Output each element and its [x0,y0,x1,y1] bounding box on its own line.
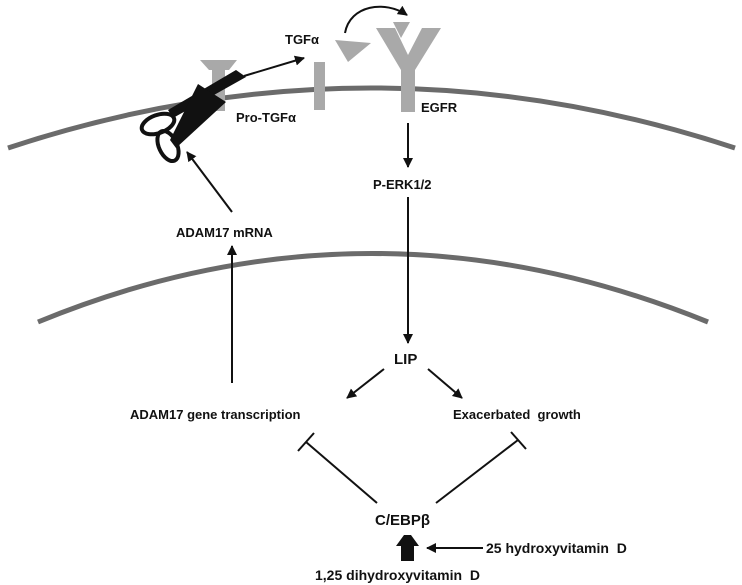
inhibition-cebpb-to-growth [435,431,527,504]
label-pro-tgfa: Pro-TGFα [236,110,296,125]
label-lip: LIP [394,351,417,368]
label-egfr: EGFR [421,100,458,115]
nuclear-membrane [37,251,709,325]
arrow-mrna-to-scissors [186,151,233,213]
y-receptor-icon [376,22,441,112]
label-vit125: 1,25 dihydroxyvitamin D [315,567,480,583]
arrow-lip-to-growth [427,368,463,399]
label-adam17-mrna: ADAM17 mRNA [176,225,273,240]
label-tgfa: TGFα [285,32,319,47]
tgfa-anchor-bar [314,62,325,110]
label-vit25: 25 hydroxyvitamin D [486,540,627,556]
triangle-ligand-icon [335,40,371,62]
arrow-lip-to-transcription [346,368,385,399]
label-growth: Exacerbated growth [453,407,581,422]
arrow-protgfa-to-tgfa [243,55,305,77]
label-cebpb: C/EBPβ [375,512,430,529]
cell-membrane [7,85,736,151]
label-adam17-transcription: ADAM17 gene transcription [130,407,301,422]
inhibition-cebpb-to-transcription [297,432,378,504]
scissors-icon [139,70,246,163]
arrow-ligand-to-egfr [344,5,408,34]
label-perk: P-ERK1/2 [373,177,432,192]
block-arrow-up [396,535,419,561]
